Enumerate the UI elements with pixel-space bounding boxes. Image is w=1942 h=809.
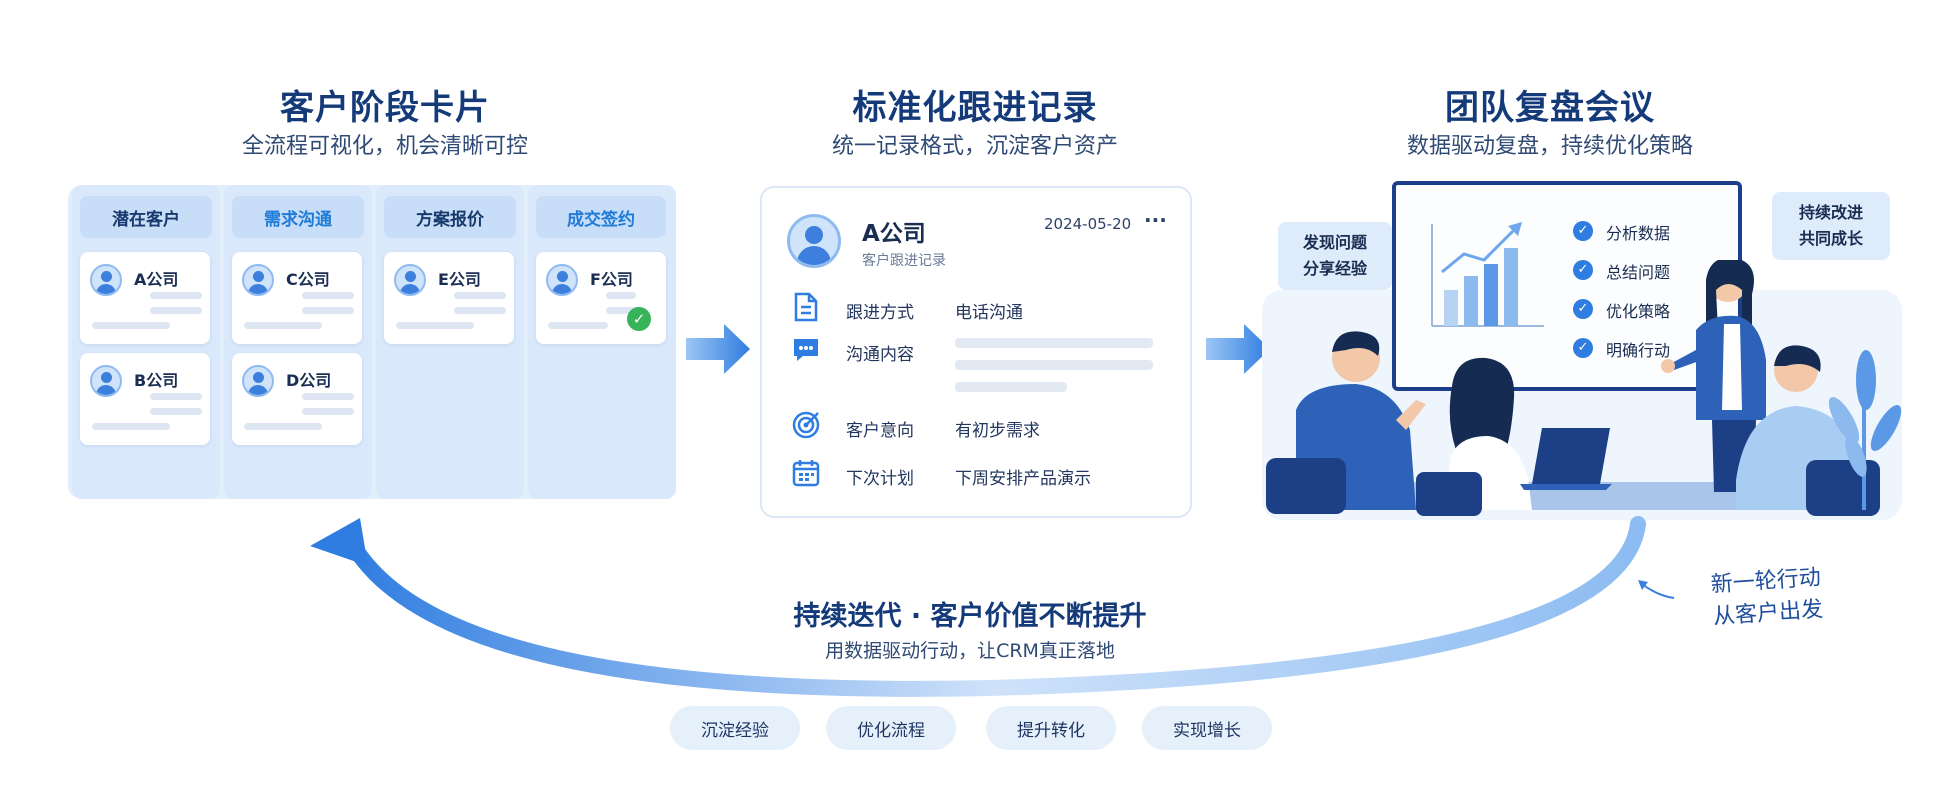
- check-icon: ✓: [1573, 338, 1593, 358]
- target-icon: [790, 410, 822, 442]
- curve-arrow-icon: [1638, 580, 1675, 599]
- record-subtitle: 客户跟进记录: [862, 253, 946, 269]
- card-company-name: A公司: [134, 270, 179, 289]
- more-options-icon[interactable]: ···: [1144, 208, 1167, 232]
- pill-accumulate-experience[interactable]: 沉淀经验: [670, 706, 800, 750]
- avatar: [242, 365, 274, 397]
- bar-chart-icon: [1431, 222, 1544, 327]
- section-title-stages: 客户阶段卡片: [280, 88, 490, 128]
- avatar: [546, 264, 578, 296]
- customer-card[interactable]: A公司: [80, 252, 210, 344]
- column-header-potential[interactable]: 潜在客户: [80, 196, 212, 238]
- customer-card[interactable]: E公司: [384, 252, 514, 344]
- column-header-quote[interactable]: 方案报价: [384, 196, 516, 238]
- card-company-name: E公司: [438, 270, 481, 289]
- document-icon: [790, 292, 822, 324]
- avatar: [787, 214, 841, 268]
- loop-title: 持续迭代 · 客户价值不断提升: [793, 601, 1147, 632]
- card-company-name: F公司: [590, 270, 633, 289]
- avatar: [90, 365, 122, 397]
- section-title-records: 标准化跟进记录: [852, 88, 1098, 128]
- checklist-item: 优化策略: [1606, 302, 1671, 321]
- section-subtitle-stages: 全流程可视化，机会清晰可控: [241, 134, 528, 159]
- record-field-label: 跟进方式: [846, 303, 914, 323]
- checklist-item: 分析数据: [1606, 224, 1671, 243]
- section-subtitle-meeting: 数据驱动复盘，持续优化策略: [1406, 134, 1693, 159]
- chat-icon: [790, 336, 822, 368]
- customer-card[interactable]: D公司: [232, 353, 362, 445]
- column-header-needs[interactable]: 需求沟通: [232, 196, 364, 238]
- card-company-name: C公司: [286, 270, 330, 289]
- arrow-right-icon: [1206, 324, 1270, 374]
- check-icon: ✓: [1573, 221, 1593, 241]
- arrow-right-icon: [686, 324, 750, 374]
- customer-card[interactable]: F公司 ✓: [536, 252, 666, 344]
- checklist-item: 总结问题: [1606, 263, 1671, 282]
- section-subtitle-records: 统一记录格式，沉淀客户资产: [831, 134, 1118, 159]
- record-company-name: A公司: [862, 221, 926, 247]
- column-header-deal[interactable]: 成交签约: [536, 196, 666, 238]
- avatar: [242, 264, 274, 296]
- speech-bubble-right: 持续改进 共同成长: [1772, 192, 1890, 260]
- check-icon: ✓: [627, 307, 651, 331]
- loop-subtitle: 用数据驱动行动，让CRM真正落地: [825, 640, 1115, 662]
- checklist-item: 明确行动: [1606, 341, 1671, 360]
- loop-arrow: [310, 516, 1646, 697]
- record-field-label: 下次计划: [846, 469, 914, 489]
- check-icon: ✓: [1573, 299, 1593, 319]
- record-field-label: 沟通内容: [846, 345, 914, 365]
- avatar: [394, 264, 426, 296]
- pill-optimize-process[interactable]: 优化流程: [826, 706, 956, 750]
- customer-card[interactable]: C公司: [232, 252, 362, 344]
- record-field-value: 电话沟通: [955, 303, 1023, 323]
- card-company-name: D公司: [286, 371, 332, 390]
- pill-achieve-growth[interactable]: 实现增长: [1142, 706, 1272, 750]
- record-field-value: 下周安排产品演示: [955, 469, 1091, 489]
- record-field-label: 客户意向: [846, 421, 914, 441]
- record-date: 2024-05-20: [1044, 215, 1132, 233]
- record-field-value: 有初步需求: [955, 421, 1040, 441]
- section-title-meeting: 团队复盘会议: [1445, 88, 1655, 128]
- card-company-name: B公司: [134, 371, 179, 390]
- meeting-people-illustration: [1266, 260, 1902, 516]
- presentation-screen: [1392, 181, 1742, 391]
- calendar-icon: [790, 458, 822, 490]
- customer-card[interactable]: B公司: [80, 353, 210, 445]
- check-icon: ✓: [1573, 260, 1593, 280]
- pill-improve-conversion[interactable]: 提升转化: [986, 706, 1116, 750]
- avatar: [90, 264, 122, 296]
- speech-bubble-left: 发现问题 分享经验: [1278, 222, 1392, 290]
- side-note: 新一轮行动 从客户出发: [1710, 565, 1824, 630]
